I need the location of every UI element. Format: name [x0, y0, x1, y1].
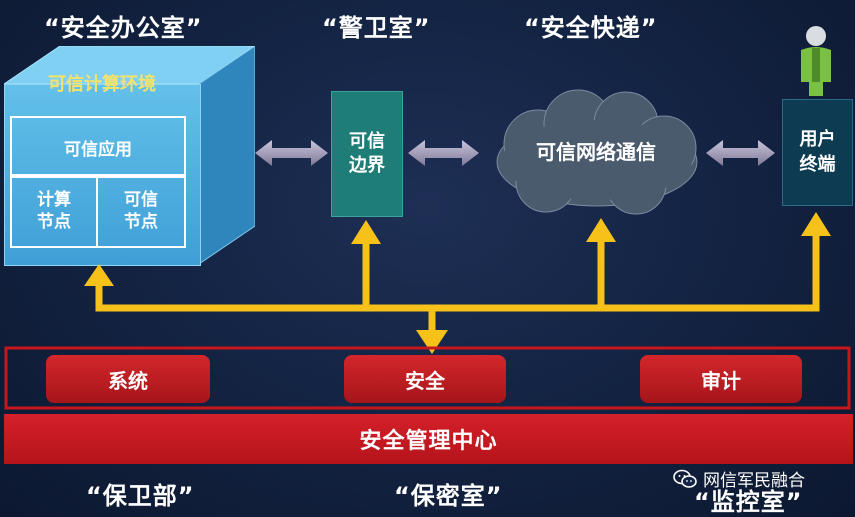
management-frame: [4, 346, 851, 410]
zone-label-express: “安全快递”: [524, 14, 658, 42]
yellow-arrowheads: [84, 212, 831, 354]
user-terminal-box: 用户 终端: [782, 99, 853, 206]
trusted-node-line2: 节点: [124, 212, 158, 232]
user-terminal-line2: 终端: [799, 153, 836, 175]
user-terminal-line1: 用户: [799, 129, 836, 151]
trusted-app-box: 可信应用: [10, 116, 186, 178]
compute-node-line2: 节点: [37, 212, 71, 232]
security-button: 安全: [344, 355, 506, 403]
cloud-shape: [496, 89, 698, 215]
double-arrows: [255, 140, 775, 166]
zone-label-secrecy-room: “保密室”: [394, 482, 503, 510]
trusted-boundary-box: 可信 边界: [331, 91, 403, 217]
trusted-node-line1: 可信: [124, 189, 158, 210]
yellow-bus: [95, 232, 820, 336]
user-figure-icon: [801, 26, 831, 96]
zone-label-monitor-room: “监控室”: [694, 488, 803, 516]
zone-label-office: “安全办公室”: [44, 14, 203, 42]
trusted-boundary-line1: 可信: [349, 130, 385, 152]
cube-top-face: [4, 46, 254, 84]
watermark: 网信军民融合: [673, 466, 805, 491]
zone-label-security-dept: “保卫部”: [86, 482, 195, 510]
wechat-icon: [673, 469, 697, 488]
audit-button: 审计: [640, 355, 802, 403]
watermark-text: 网信军民融合: [703, 471, 805, 491]
trusted-app-label: 可信应用: [64, 139, 132, 160]
zone-label-guard: “警卫室”: [322, 14, 431, 42]
management-center-bar: 安全管理中心: [4, 414, 853, 464]
compute-node-line1: 计算: [37, 189, 71, 210]
compute-node-box: 计算 节点: [10, 174, 98, 248]
system-button: 系统: [46, 355, 210, 403]
environment-title: 可信计算环境: [48, 74, 156, 95]
trusted-boundary-line2: 边界: [349, 155, 385, 176]
trusted-node-box: 可信 节点: [96, 174, 186, 248]
cube-side-face: [199, 46, 255, 264]
network-label: 可信网络通信: [536, 139, 656, 164]
